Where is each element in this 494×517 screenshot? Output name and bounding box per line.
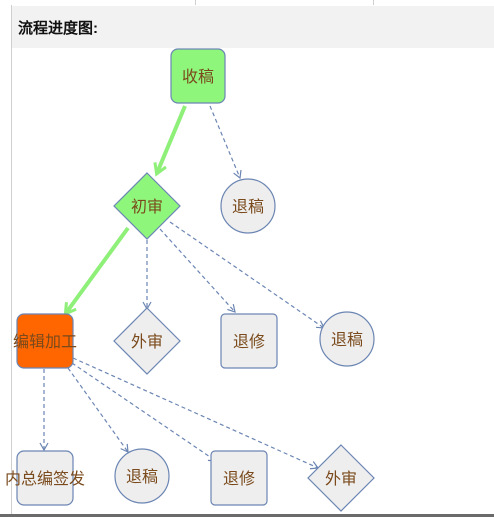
flow-node-n5[interactable]: 外审 [113, 307, 181, 375]
flow-node-n10[interactable]: 退修 [210, 450, 268, 506]
flow-node-n7[interactable]: 退稿 [319, 311, 375, 367]
node-shape [210, 450, 268, 506]
node-label: 退稿 [232, 198, 264, 216]
node-label: 退稿 [331, 331, 363, 349]
node-shape [113, 307, 181, 375]
node-shape [16, 313, 74, 369]
edge-n2-n6 [159, 228, 236, 313]
node-label: 退修 [223, 470, 255, 488]
edge-n4-n10 [71, 362, 217, 462]
flow-node-n6[interactable]: 退修 [220, 313, 278, 369]
edge-n1-n2 [157, 105, 187, 173]
node-shape [16, 450, 74, 506]
node-label: 内总编签发 [5, 470, 85, 488]
node-label: 收稿 [182, 68, 214, 86]
node-shape [170, 48, 226, 104]
edge-n4-n11 [72, 357, 320, 470]
node-shape [220, 313, 278, 369]
node-shape [114, 448, 170, 504]
node-shape [307, 444, 375, 512]
node-label: 退稿 [126, 468, 158, 486]
flow-node-n11[interactable]: 外审 [307, 444, 375, 512]
flow-node-n2[interactable]: 初审 [113, 172, 181, 240]
node-label: 退修 [233, 333, 265, 351]
node-label: 外审 [131, 333, 163, 351]
node-label: 编辑加工 [13, 333, 77, 351]
page-title: 流程进度图: [18, 20, 98, 37]
node-label: 外审 [325, 470, 357, 488]
top-strip [0, 0, 494, 6]
flow-node-n9[interactable]: 退稿 [114, 448, 170, 504]
node-shape [319, 311, 375, 367]
column-divider [195, 0, 196, 6]
flow-node-n3[interactable]: 退稿 [220, 178, 276, 234]
flow-node-n1[interactable]: 收稿 [170, 48, 226, 104]
edge-n2-n4 [66, 226, 130, 313]
panel-header [12, 6, 494, 48]
node-label: 初审 [131, 198, 163, 216]
node-shape [220, 178, 276, 234]
bottom-border [0, 514, 494, 517]
edge-n1-n3 [209, 105, 242, 180]
flow-node-n4[interactable]: 编辑加工 [13, 313, 77, 369]
edge-n4-n9 [67, 367, 129, 453]
flow-panel [11, 5, 494, 514]
flow-node-n8[interactable]: 内总编签发 [5, 450, 85, 506]
edge-n2-n7 [169, 221, 325, 329]
column-divider [373, 0, 374, 6]
node-shape [113, 172, 181, 240]
